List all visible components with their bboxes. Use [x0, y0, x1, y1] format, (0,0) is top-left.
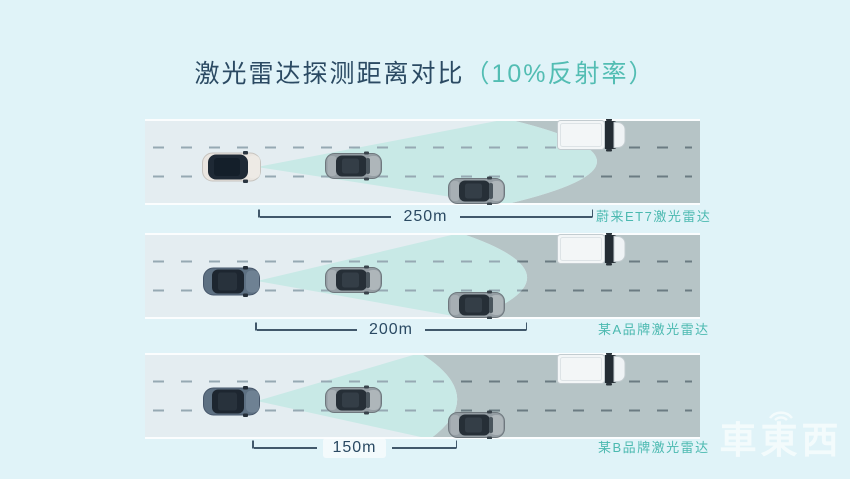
bracket-line-right — [391, 447, 456, 449]
truck — [557, 119, 626, 152]
bracket-tick-left — [252, 440, 254, 449]
bracket-line-left — [259, 216, 392, 218]
detected-car-middle — [325, 151, 382, 181]
watermark-text: 車東西 — [719, 420, 843, 461]
title-main: 激光雷达探测距离对比 — [194, 60, 465, 88]
radar-name-brand-b: 某B品牌激光雷达 — [598, 440, 710, 455]
road-strip-brand-b — [145, 353, 700, 439]
title-reflectivity: （10%反射率） — [464, 60, 656, 88]
undetected-car-far — [448, 410, 505, 439]
road-strip-et7 — [145, 119, 700, 205]
distance-value: 150m — [323, 438, 386, 458]
truck — [557, 353, 626, 386]
truck — [557, 233, 626, 266]
bracket-tick-right — [525, 322, 527, 331]
radar-name-et7: 蔚来ET7激光雷达 — [596, 209, 712, 224]
road-strip-brand-a — [145, 233, 700, 319]
signal-icon — [769, 411, 793, 421]
bracket-line-right — [459, 216, 592, 218]
detected-car-middle — [325, 265, 382, 295]
ego-car — [203, 265, 260, 298]
lidar-beam — [257, 119, 598, 205]
bracket-tick-left — [255, 322, 257, 331]
page-title: 激光雷达探测距离对比（10%反射率） — [0, 54, 850, 90]
ego-car-et7 — [202, 150, 261, 184]
distance-value: 250m — [403, 208, 448, 225]
bracket-tick-left — [258, 209, 260, 218]
distance-bracket-et7: 250m — [258, 206, 593, 228]
detected-car-far — [448, 290, 505, 319]
bracket-line-left — [253, 447, 318, 449]
undetected-zone — [503, 119, 700, 205]
detected-car-middle — [325, 385, 382, 415]
bracket-tick-right — [591, 209, 593, 218]
distance-bracket-brand-a: 200m — [255, 319, 527, 341]
distance-bracket-brand-b: 150m — [252, 437, 457, 459]
watermark: 車東西 — [716, 406, 846, 461]
bracket-line-right — [425, 329, 526, 331]
bracket-tick-right — [455, 440, 457, 449]
radar-name-brand-a: 某A品牌激光雷达 — [598, 322, 710, 337]
ego-car — [203, 385, 260, 418]
undetected-zone — [460, 233, 700, 319]
detected-car-far — [448, 176, 505, 205]
distance-value: 200m — [368, 321, 414, 338]
bracket-line-left — [256, 329, 357, 331]
